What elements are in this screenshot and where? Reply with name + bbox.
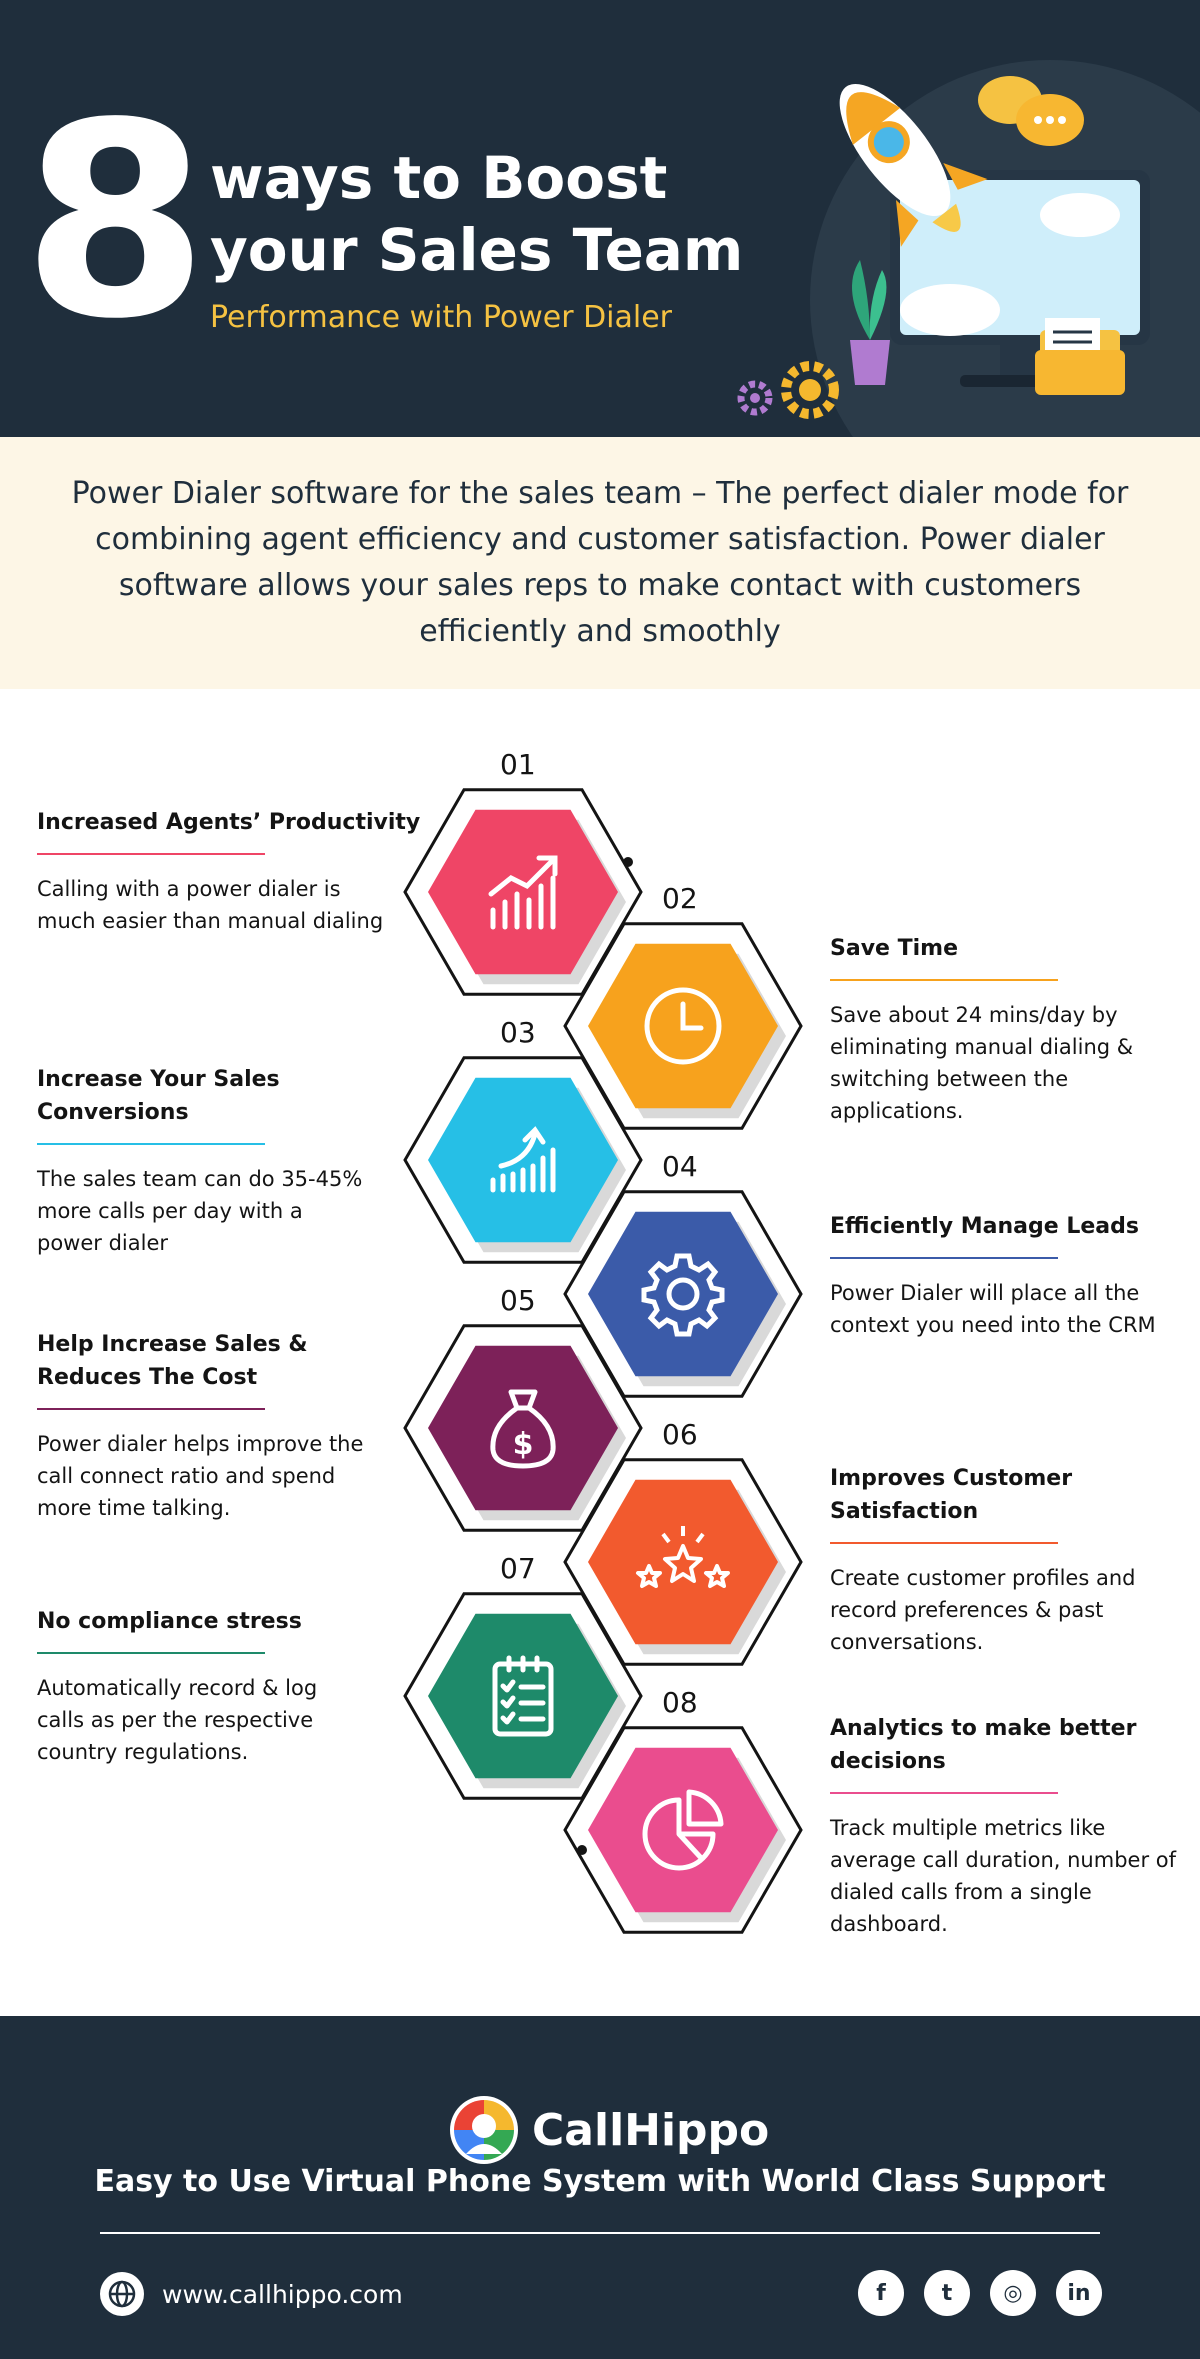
header-banner: 8 ways to Boost your Sales Team Performa…	[0, 0, 1200, 437]
step-number-08: 08	[662, 1686, 698, 1719]
growth-bars-icon	[490, 1126, 556, 1193]
intro-text: Power Dialer software for the sales team…	[71, 476, 1129, 649]
checklist-icon	[492, 1655, 554, 1737]
step-description: Create customer profiles and record pref…	[830, 1566, 1136, 1654]
hexagon-fill	[588, 1747, 778, 1913]
step-number-02: 02	[662, 882, 698, 915]
pie-chart-icon	[642, 1789, 724, 1871]
hexagon-fill	[428, 1613, 618, 1779]
callhippo-logo[interactable]: CallHippo	[450, 2096, 769, 2164]
connector-dot-1	[623, 857, 633, 867]
hexagon-01	[403, 788, 643, 996]
step-description: The sales team can do 35-45% more calls …	[37, 1167, 363, 1255]
clock-icon	[644, 987, 722, 1065]
step-05: Help Increase Sales & Reduces The Cost P…	[37, 1328, 367, 1524]
step-number-04: 04	[662, 1150, 698, 1183]
step-number-07: 07	[500, 1552, 536, 1585]
title-line-2: your Sales Team	[210, 216, 744, 284]
step-number-06: 06	[662, 1418, 698, 1451]
step-divider	[830, 1257, 1058, 1259]
step-description: Calling with a power dialer is much easi…	[37, 877, 384, 933]
step-08: Analytics to make better decisions Track…	[830, 1712, 1180, 1940]
step-divider	[37, 1652, 265, 1654]
step-description: Power dialer helps improve the call conn…	[37, 1432, 364, 1520]
step-description: Automatically record & log calls as per …	[37, 1676, 318, 1764]
step-title: Increase Your Sales Conversions	[37, 1067, 280, 1125]
svg-text:$: $	[513, 1427, 534, 1462]
hexagon-fill	[428, 1077, 618, 1243]
step-06: Improves Customer Satisfaction Create cu…	[830, 1462, 1180, 1658]
website-link[interactable]: www.callhippo.com	[100, 2272, 403, 2316]
hexagon-fill	[588, 1211, 778, 1377]
gear-icon	[641, 1253, 725, 1337]
footer-divider	[100, 2232, 1100, 2234]
globe-icon	[100, 2272, 144, 2316]
hexagon-08	[563, 1726, 803, 1934]
step-description: Track multiple metrics like average call…	[830, 1816, 1176, 1936]
step-07: No compliance stress Automatically recor…	[37, 1605, 367, 1768]
step-divider	[830, 1792, 1058, 1794]
connector-dot-2	[577, 1845, 587, 1855]
footer-tagline: Easy to Use Virtual Phone System with Wo…	[94, 2164, 1106, 2199]
hexagon-05	[403, 1324, 643, 1532]
hexagon-path-graphic	[403, 788, 803, 1934]
step-title: Analytics to make better decisions	[830, 1716, 1137, 1774]
step-title: Improves Customer Satisfaction	[830, 1466, 1073, 1524]
logo-text: CallHippo	[532, 2104, 770, 2156]
money-bag-icon: $	[490, 1389, 556, 1469]
step-03: Increase Your Sales Conversions The sale…	[37, 1063, 367, 1259]
step-description: Save about 24 mins/day by eliminating ma…	[830, 1003, 1134, 1123]
footer: CallHippo Easy to Use Virtual Phone Syst…	[0, 2016, 1200, 2359]
step-divider	[37, 1143, 265, 1145]
twitter-icon[interactable]: t	[924, 2270, 970, 2316]
step-04: Efficiently Manage Leads Power Dialer wi…	[830, 1210, 1180, 1341]
intro-section: Power Dialer software for the sales team…	[0, 437, 1200, 689]
logo-icon	[450, 2096, 518, 2164]
step-description: Power Dialer will place all the context …	[830, 1281, 1156, 1337]
stars-icon	[636, 1526, 730, 1588]
hexagon-fill	[588, 1479, 778, 1645]
step-divider	[830, 979, 1058, 981]
step-number-01: 01	[500, 748, 536, 781]
step-title: Save Time	[830, 936, 959, 961]
step-divider	[37, 853, 265, 855]
step-02: Save Time Save about 24 mins/day by elim…	[830, 932, 1180, 1127]
step-number-05: 05	[500, 1284, 536, 1317]
hexagon-fill	[428, 1345, 618, 1511]
step-number-03: 03	[500, 1016, 536, 1049]
facebook-icon[interactable]: f	[858, 2270, 904, 2316]
step-title: Increased Agents’ Productivity	[37, 810, 421, 835]
subtitle: Performance with Power Dialer	[210, 300, 673, 335]
social-links: f t ◎ in	[858, 2270, 1102, 2316]
step-divider	[37, 1408, 265, 1410]
step-title: Help Increase Sales & Reduces The Cost	[37, 1332, 308, 1390]
chart-growth-icon	[488, 855, 558, 930]
title-line-1: ways to Boost	[210, 144, 668, 212]
big-number: 8	[22, 66, 209, 378]
linkedin-icon[interactable]: in	[1056, 2270, 1102, 2316]
hexagon-fill	[428, 809, 618, 975]
step-divider	[830, 1542, 1058, 1544]
website-text: www.callhippo.com	[162, 2279, 403, 2309]
step-01: Increased Agents’ Productivity Calling w…	[37, 806, 437, 937]
rocket-computer-illustration	[737, 60, 1200, 437]
instagram-icon[interactable]: ◎	[990, 2270, 1036, 2316]
step-title: Efficiently Manage Leads	[830, 1214, 1139, 1239]
step-title: No compliance stress	[37, 1609, 302, 1634]
hexagon-06	[563, 1458, 803, 1666]
